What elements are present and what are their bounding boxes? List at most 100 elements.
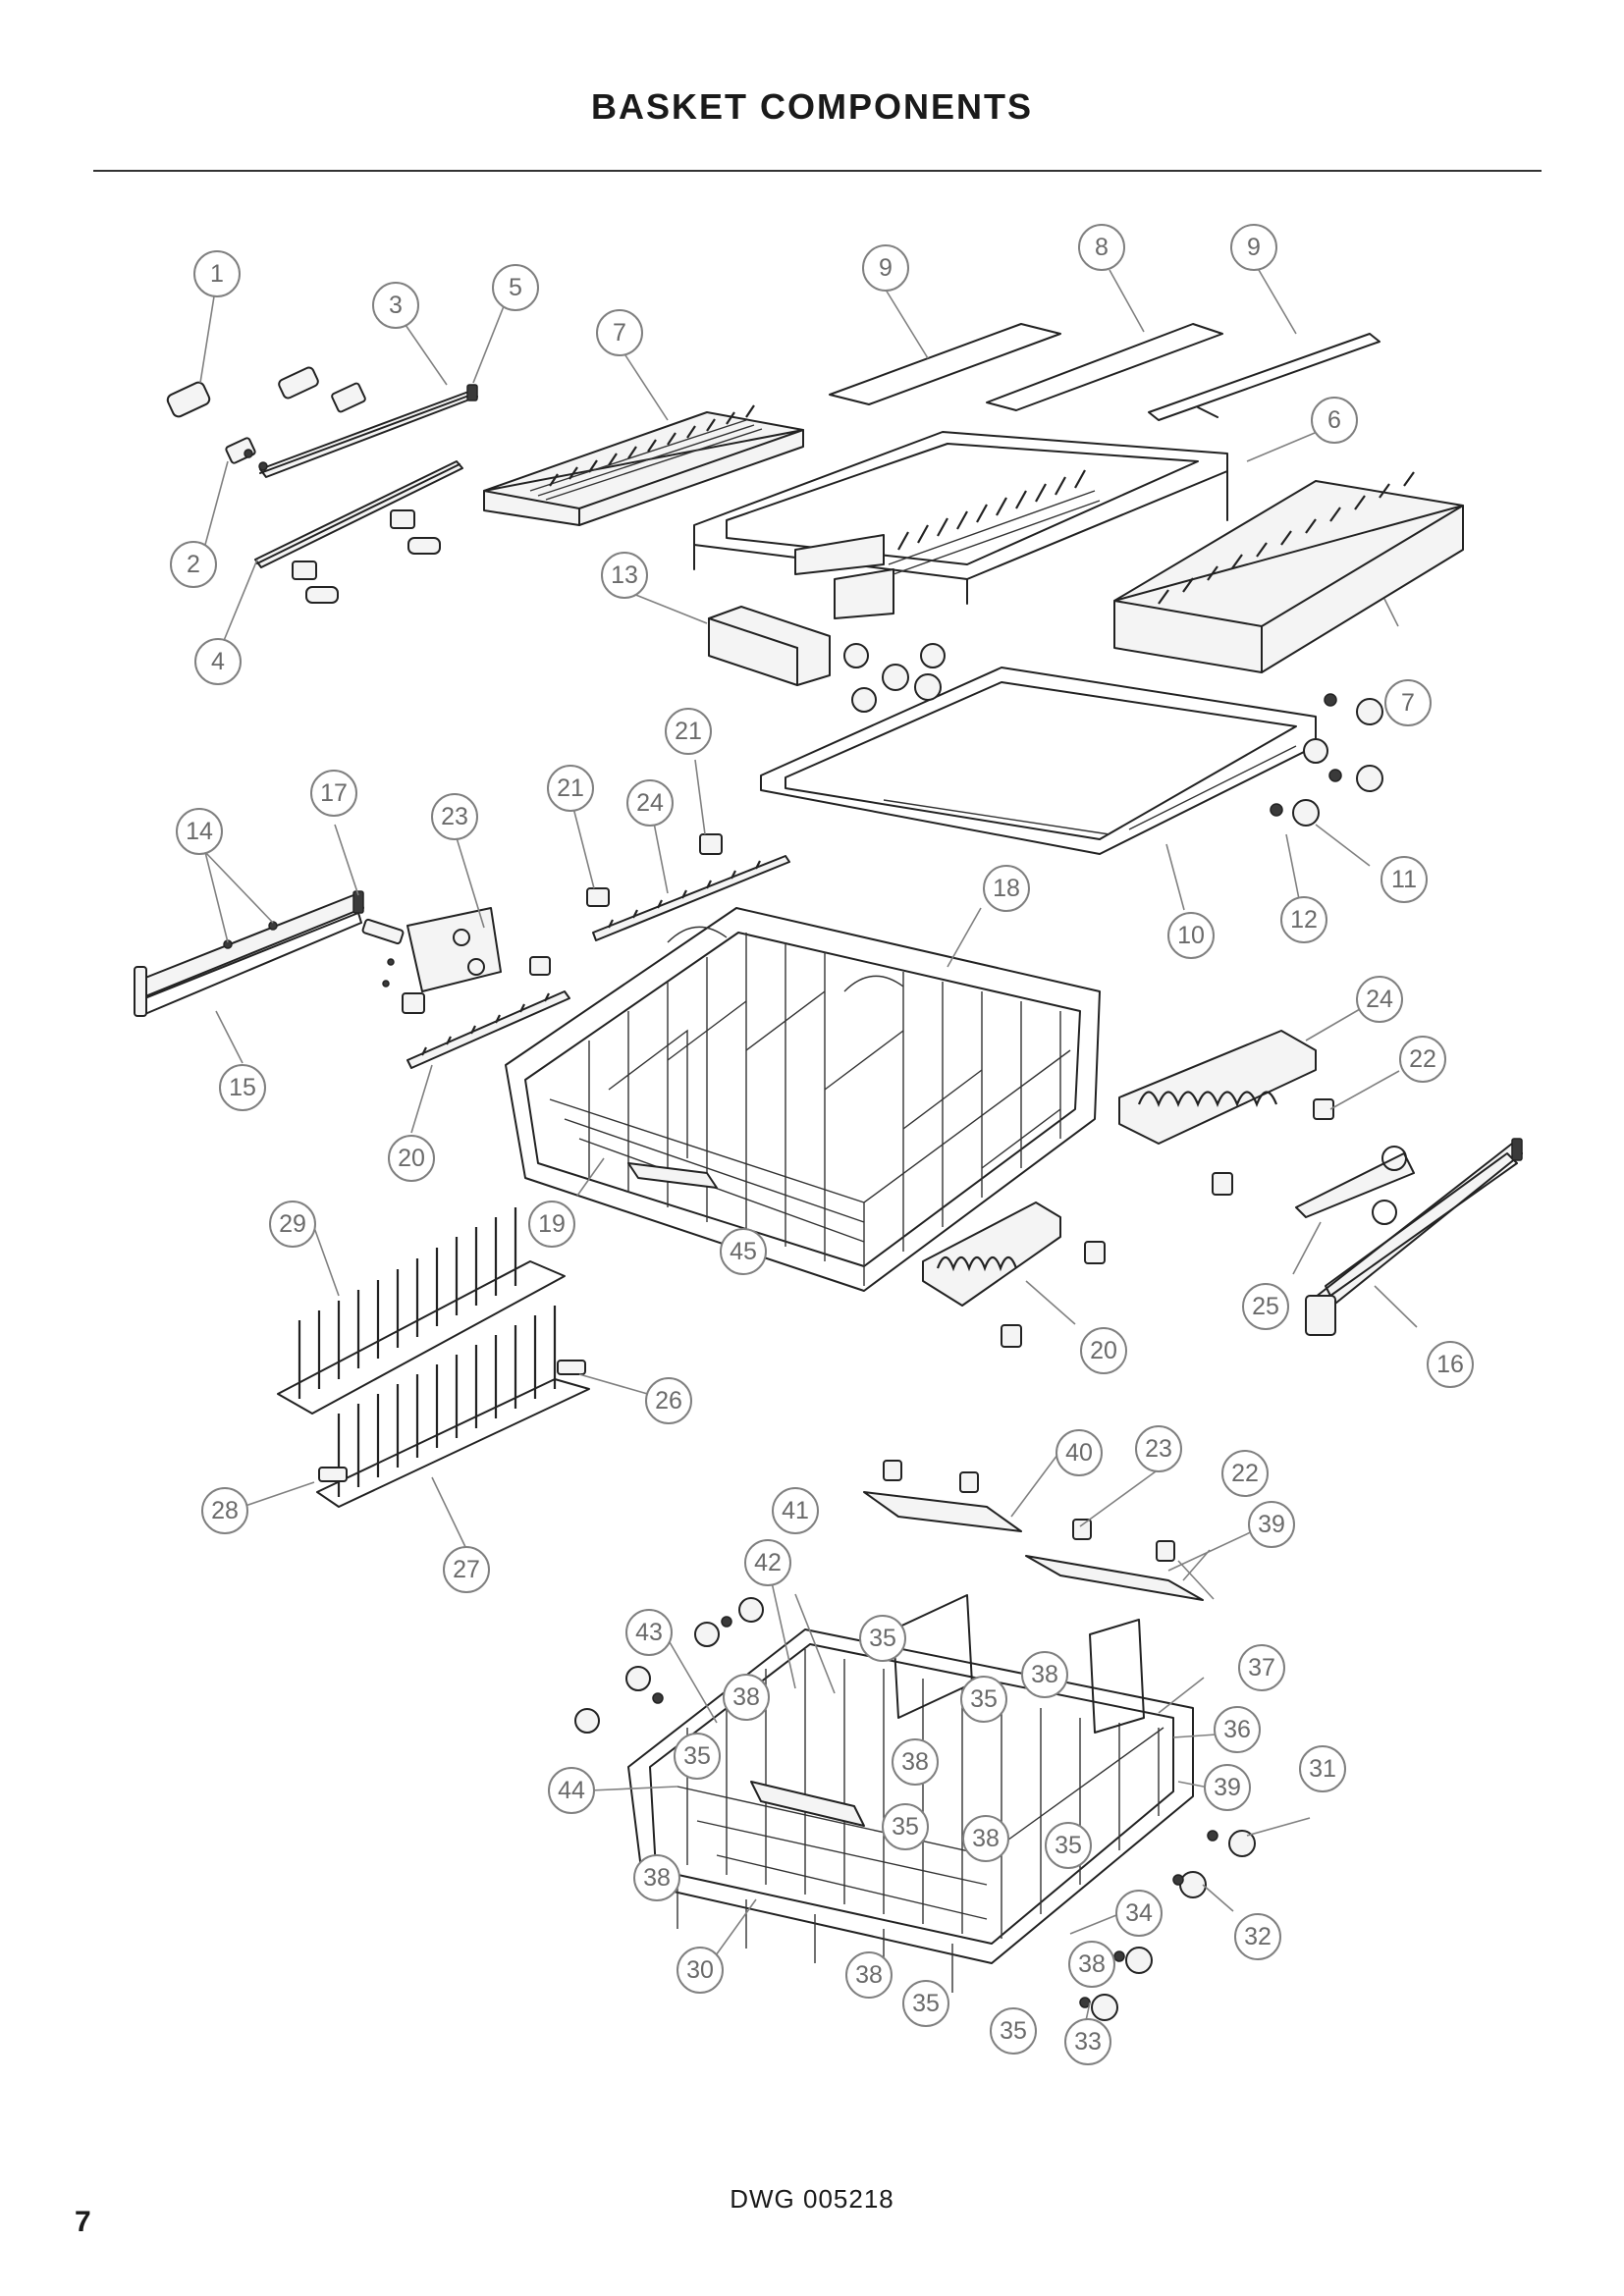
callout-label: 1 <box>210 260 224 288</box>
callout-label: 45 <box>730 1238 757 1265</box>
callout-20: 20 <box>388 1135 435 1182</box>
lower-basket-drawing <box>574 1594 1256 2021</box>
left-side-rail-drawing <box>134 890 502 1017</box>
callout-32: 32 <box>1234 1913 1281 1960</box>
callout-label: 37 <box>1248 1654 1275 1682</box>
callout-label: 35 <box>1055 1832 1082 1859</box>
callout-25: 25 <box>1242 1283 1289 1330</box>
right-cutlery-tray-drawing <box>1113 471 1464 673</box>
callout-label: 23 <box>1145 1435 1172 1463</box>
callout-label: 20 <box>1090 1337 1117 1364</box>
callout-label: 29 <box>279 1210 306 1238</box>
callout-1: 1 <box>193 250 241 297</box>
callout-12: 12 <box>1280 896 1327 943</box>
callout-label: 30 <box>686 1956 714 1984</box>
callout-label: 39 <box>1214 1774 1241 1801</box>
callout-label: 35 <box>869 1625 896 1652</box>
callout-label: 39 <box>1258 1511 1285 1538</box>
callout-label: 7 <box>1401 689 1415 717</box>
callout-label: 19 <box>538 1210 566 1238</box>
leader-lines <box>199 269 1418 2040</box>
callout-label: 38 <box>643 1864 671 1892</box>
callout-35: 35 <box>882 1803 929 1850</box>
callout-38: 38 <box>723 1674 770 1721</box>
callout-22: 22 <box>1221 1450 1269 1497</box>
callout-21: 21 <box>665 708 712 755</box>
callout-38: 38 <box>1021 1651 1068 1698</box>
callout-label: 38 <box>901 1748 929 1776</box>
callout-20: 20 <box>1080 1327 1127 1374</box>
callout-label: 27 <box>453 1556 480 1583</box>
callout-28: 28 <box>201 1487 248 1534</box>
callout-21: 21 <box>547 765 594 812</box>
callout-label: 34 <box>1125 1899 1153 1927</box>
callout-label: 36 <box>1223 1716 1251 1743</box>
callout-9: 9 <box>862 244 909 292</box>
tine-strips-drawing <box>402 833 790 1069</box>
callout-label: 25 <box>1252 1293 1279 1320</box>
callout-22: 22 <box>1399 1036 1446 1083</box>
callout-38: 38 <box>892 1738 939 1786</box>
callout-14: 14 <box>176 808 223 855</box>
callout-34: 34 <box>1115 1890 1163 1937</box>
callout-label: 11 <box>1391 866 1417 893</box>
callout-18: 18 <box>983 865 1030 912</box>
callout-27: 27 <box>443 1546 490 1593</box>
left-cutlery-tray-drawing <box>483 404 804 526</box>
callout-4: 4 <box>194 638 242 685</box>
callout-label: 16 <box>1436 1351 1464 1378</box>
callout-35: 35 <box>859 1615 906 1662</box>
callout-13: 13 <box>601 552 648 599</box>
callout-label: 14 <box>186 818 213 845</box>
plate-racks-drawing <box>277 1207 590 1508</box>
callout-label: 35 <box>892 1813 919 1841</box>
callout-24: 24 <box>626 779 674 827</box>
callout-label: 24 <box>636 789 664 817</box>
callout-29: 29 <box>269 1201 316 1248</box>
callout-label: 26 <box>655 1387 682 1415</box>
callout-39: 39 <box>1248 1501 1295 1548</box>
callout-23: 23 <box>1135 1425 1182 1472</box>
callout-2: 2 <box>170 541 217 588</box>
callout-35: 35 <box>902 1980 949 2027</box>
callout-10: 10 <box>1167 912 1215 959</box>
callout-41: 41 <box>772 1487 819 1534</box>
callout-45: 45 <box>720 1228 767 1275</box>
callout-label: 43 <box>635 1619 663 1646</box>
callout-label: 32 <box>1244 1923 1272 1950</box>
callout-label: 35 <box>912 1990 940 2017</box>
drawing-number: DWG 005218 <box>730 2184 894 2214</box>
callout-26: 26 <box>645 1377 692 1424</box>
callout-label: 35 <box>970 1685 998 1713</box>
callout-label: 28 <box>211 1497 239 1524</box>
callout-label: 33 <box>1074 2028 1102 2056</box>
callout-7: 7 <box>596 309 643 356</box>
callout-36: 36 <box>1214 1706 1261 1753</box>
callout-label: 42 <box>754 1549 782 1576</box>
callout-35: 35 <box>674 1733 721 1780</box>
callout-40: 40 <box>1056 1429 1103 1476</box>
callout-label: 12 <box>1290 906 1318 934</box>
callout-17: 17 <box>310 770 357 817</box>
callout-label: 17 <box>320 779 348 807</box>
callout-33: 33 <box>1064 2018 1111 2065</box>
callout-label: 35 <box>1000 2017 1027 2045</box>
callout-label: 9 <box>1247 234 1261 261</box>
callout-24: 24 <box>1356 976 1403 1023</box>
callout-label: 38 <box>855 1961 883 1989</box>
callout-label: 38 <box>1031 1661 1058 1688</box>
upper-basket-drawing <box>505 907 1101 1292</box>
callout-label: 31 <box>1309 1755 1336 1783</box>
callout-label: 44 <box>558 1777 585 1804</box>
callout-35: 35 <box>1045 1822 1092 1869</box>
top-rail-kit-drawing <box>166 366 478 604</box>
callout-38: 38 <box>1068 1941 1115 1988</box>
callout-label: 10 <box>1177 922 1205 949</box>
upper-right-tine-section-drawing <box>1118 1030 1523 1336</box>
callout-label: 21 <box>557 774 584 802</box>
callout-label: 13 <box>611 561 638 589</box>
tray-bin-drawing <box>708 606 831 686</box>
callout-37: 37 <box>1238 1644 1285 1691</box>
callout-9: 9 <box>1230 224 1277 271</box>
